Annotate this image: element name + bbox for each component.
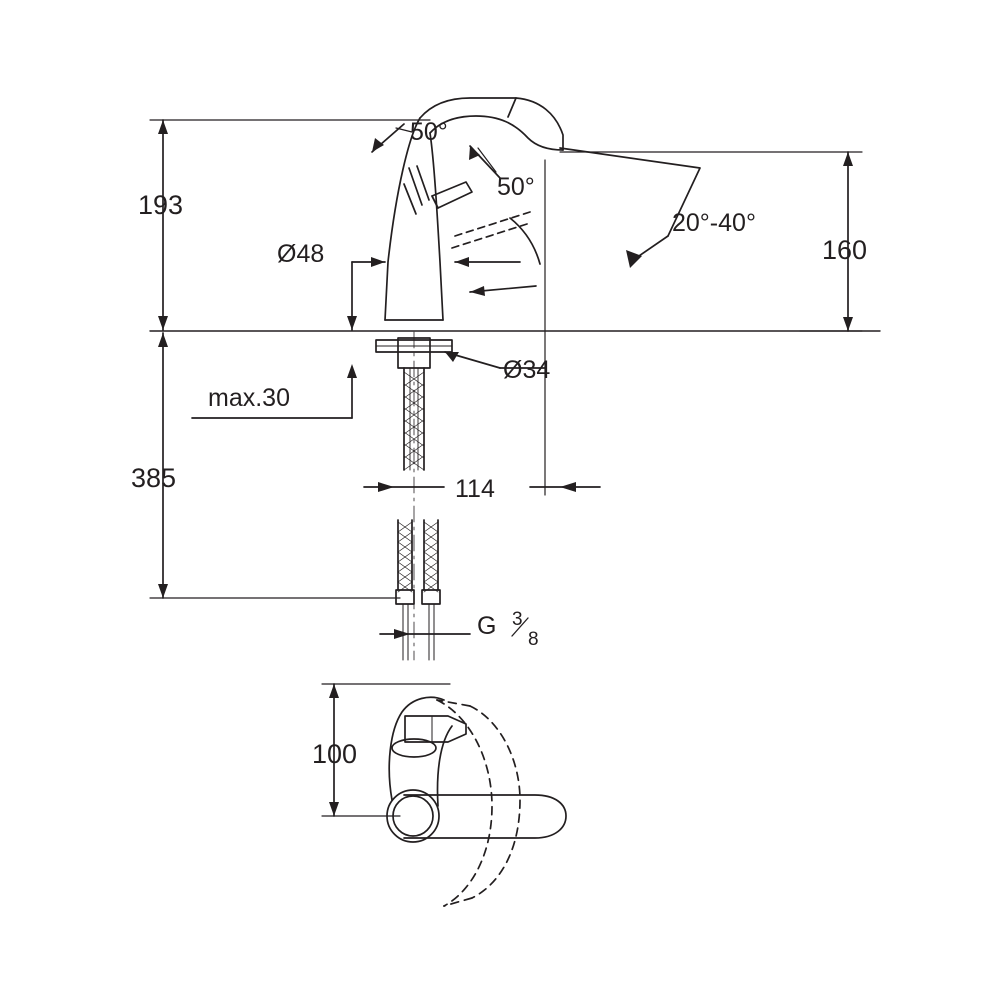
dimension-line-160 bbox=[559, 151, 863, 332]
top-view-faucet bbox=[386, 696, 567, 907]
label-thread-numerator: 3 bbox=[512, 609, 523, 630]
label-height-160: 160 bbox=[822, 235, 867, 265]
label-thread-denominator: 8 bbox=[528, 629, 539, 650]
leader-max-30 bbox=[191, 364, 357, 419]
label-height-193: 193 bbox=[138, 190, 183, 220]
lever-alt-position bbox=[451, 211, 531, 249]
swivel-arrow-lower bbox=[469, 285, 537, 296]
angle-indicator-50-upper bbox=[371, 123, 413, 153]
leader-diameter-34 bbox=[444, 351, 546, 369]
flexible-hoses bbox=[395, 519, 441, 661]
dimension-line-385 bbox=[149, 332, 401, 599]
label-angle-50-lower: 50° bbox=[497, 173, 535, 201]
leader-angle-range bbox=[559, 147, 701, 268]
dimension-line-114 bbox=[363, 330, 601, 496]
swivel-arrow-upper bbox=[454, 159, 546, 331]
label-diameter-34: Ø34 bbox=[503, 356, 550, 384]
label-height-100: 100 bbox=[312, 739, 357, 769]
leader-diameter-48 bbox=[347, 257, 386, 331]
label-max-30: max.30 bbox=[208, 384, 290, 412]
label-height-385: 385 bbox=[131, 463, 176, 493]
label-angle-range: 20°-40° bbox=[672, 209, 756, 237]
angle-indicator-50-lower bbox=[469, 145, 501, 179]
label-diameter-48: Ø48 bbox=[277, 240, 324, 268]
faucet-shank bbox=[375, 331, 453, 661]
leader-thread-g38 bbox=[379, 617, 529, 639]
label-angle-50-upper: 50° bbox=[410, 118, 448, 146]
label-depth-114: 114 bbox=[455, 475, 495, 503]
dimension-line-193 bbox=[149, 119, 431, 331]
label-thread-g: G bbox=[477, 612, 496, 640]
faucet-spout bbox=[384, 97, 564, 321]
